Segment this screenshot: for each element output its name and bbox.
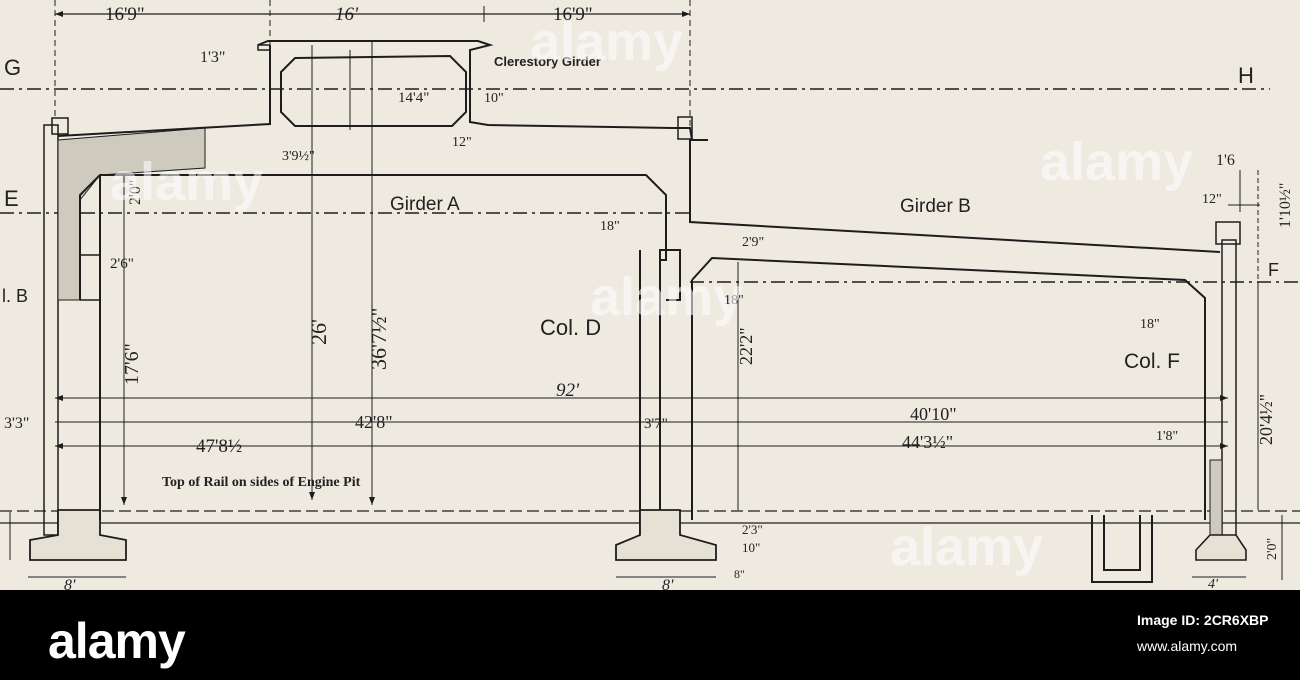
dim-3-7: 3'7" bbox=[644, 416, 668, 432]
watermark-1: alamy bbox=[110, 152, 263, 212]
dim-18-a: 18" bbox=[600, 219, 620, 234]
line-g-label: G bbox=[4, 55, 21, 80]
dim-1-10: 1'10½" bbox=[1277, 183, 1294, 228]
dim-20-4: 20'4½" bbox=[1256, 394, 1276, 445]
dim-22-2: 22'2" bbox=[736, 327, 756, 365]
dim-8-small: 8" bbox=[734, 567, 745, 581]
clerestory-corner-dim: 12" bbox=[452, 135, 472, 150]
col-f-label: Col. F bbox=[1124, 350, 1180, 373]
girder-b-label: Girder B bbox=[900, 196, 971, 217]
line-e-label: E bbox=[4, 186, 19, 211]
dim-12: 12" bbox=[1202, 192, 1222, 207]
dim-1-6: 1'6 bbox=[1216, 152, 1235, 169]
footing-b bbox=[29, 509, 127, 561]
dim-26: 26' bbox=[306, 319, 331, 345]
dim-18-c: 18" bbox=[1140, 317, 1160, 332]
clerestory-girder-label: Clerestory Girder bbox=[494, 54, 601, 69]
brand-logo[interactable]: alamy bbox=[48, 613, 186, 669]
cross-section-diagram: 16'9" 16' 16'9" 1'3" Clerestory Girder 1… bbox=[0, 0, 1300, 594]
watermark-4: alamy bbox=[590, 267, 743, 327]
clerestory-width-dim: 14'4" bbox=[398, 90, 429, 106]
column-f bbox=[1221, 239, 1237, 541]
dim-2-9: 2'9" bbox=[742, 235, 764, 250]
top-of-rail-label: Top of Rail on sides of Engine Pit bbox=[162, 475, 361, 490]
dim-44-3: 44'3½" bbox=[902, 432, 953, 452]
top-right-dim: 16'9" bbox=[553, 4, 593, 25]
girder-a-label: Girder A bbox=[390, 194, 460, 215]
clerestory-left-dim: 1'3" bbox=[200, 49, 225, 66]
dim-17-6: 17'6" bbox=[121, 343, 143, 385]
engineering-drawing: 16'9" 16' 16'9" 1'3" Clerestory Girder 1… bbox=[0, 0, 1300, 594]
dim-2-0-right: 2'0" bbox=[1265, 538, 1280, 560]
top-mid-dim: 16' bbox=[335, 4, 359, 25]
clerestory-right-dim: 10" bbox=[484, 91, 504, 106]
dim-8-left: 8' bbox=[64, 577, 76, 590]
dim-4: 4' bbox=[1208, 577, 1219, 590]
top-left-dim: 16'9" bbox=[105, 4, 145, 25]
clerestory-window bbox=[280, 54, 467, 127]
dim-42-8: 42'8" bbox=[355, 412, 393, 432]
dim-18-b: 18" bbox=[724, 293, 744, 308]
dim-40-10: 40'10" bbox=[910, 404, 957, 424]
clerestory-base-dim: 3'9½" bbox=[282, 149, 315, 164]
dim-47-8: 47'8½ bbox=[196, 436, 242, 457]
watermark-5: alamy bbox=[890, 517, 1043, 577]
dim-92: 92' bbox=[556, 380, 580, 401]
dim-1-8: 1'8" bbox=[1156, 429, 1178, 444]
footer-bar bbox=[0, 590, 1300, 680]
watermark-2: alamy bbox=[530, 12, 683, 72]
site-link[interactable]: www.alamy.com bbox=[1137, 638, 1238, 654]
engine-pit bbox=[1091, 515, 1153, 583]
dim-2-6: 2'6" bbox=[110, 256, 134, 272]
girder-b bbox=[691, 256, 1206, 520]
dim-36-7: 36'7½" bbox=[366, 308, 391, 370]
image-id: Image ID: 2CR6XBP bbox=[1137, 612, 1269, 628]
dim-3-3: 3'3" bbox=[4, 415, 29, 432]
column-b bbox=[43, 124, 59, 536]
col-d-label: Col. D bbox=[540, 315, 601, 340]
dim-2-3: 2'3" bbox=[742, 522, 763, 537]
footing-f bbox=[1195, 534, 1247, 561]
watermark-3: alamy bbox=[1040, 132, 1193, 192]
footing-d bbox=[615, 509, 717, 561]
dim-8-mid: 8' bbox=[662, 577, 674, 590]
dim-2-0: 2'0" bbox=[127, 180, 144, 205]
line-f-label: F bbox=[1268, 260, 1279, 280]
dim-10: 10" bbox=[742, 540, 760, 555]
col-b-label: l. B bbox=[2, 286, 28, 306]
line-h-label: H bbox=[1238, 63, 1254, 88]
